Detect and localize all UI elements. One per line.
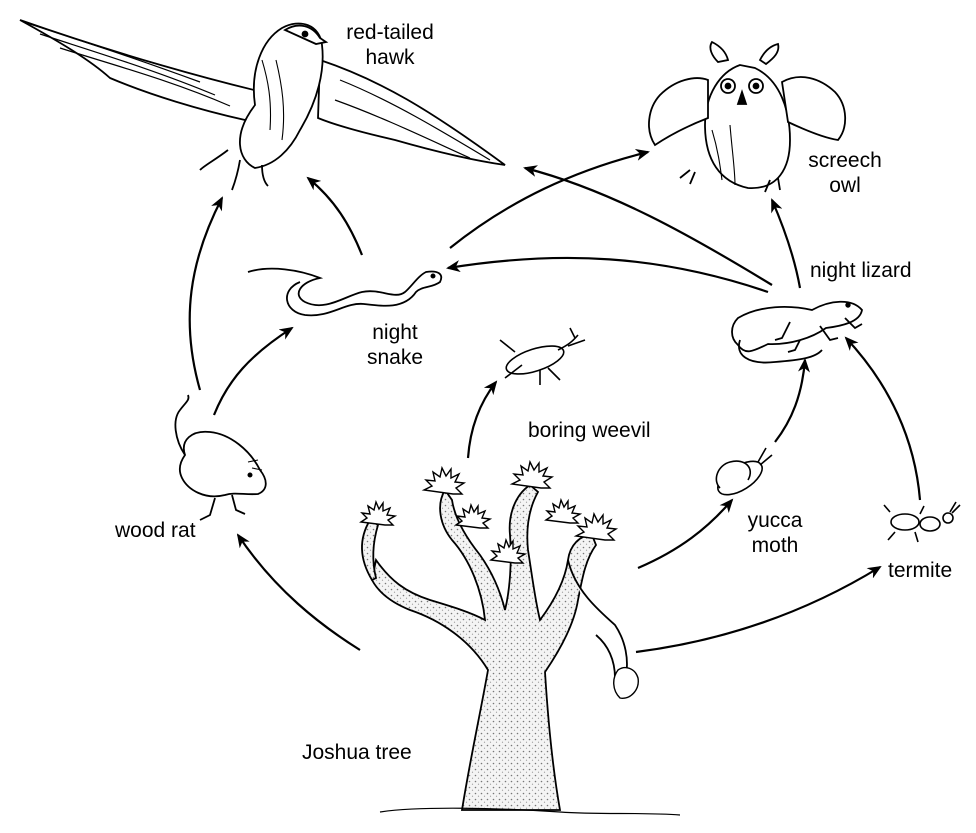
arrow-moth-to-lizard	[775, 360, 805, 442]
arrow-rat-to-snake	[214, 328, 292, 415]
termite-illustration	[884, 502, 960, 542]
arrow-tree-to-rat	[238, 535, 360, 650]
rat-illustration	[175, 395, 265, 520]
arrow-tree-to-termite	[636, 567, 880, 652]
label-red-tailed-hawk: red-tailed hawk	[330, 20, 450, 70]
label-boring-weevil: boring weevil	[528, 418, 651, 443]
moth-illustration	[712, 448, 772, 501]
arrow-termite-to-lizard	[846, 338, 920, 500]
lizard-illustration	[732, 302, 862, 363]
snake-illustration	[248, 269, 441, 316]
arrow-snake-to-owl	[450, 152, 648, 248]
label-night-snake: night snake	[350, 320, 440, 370]
label-termite: termite	[888, 558, 952, 583]
label-screech-owl: screech owl	[800, 148, 890, 198]
arrow-rat-to-hawk	[190, 198, 222, 390]
label-wood-rat: wood rat	[115, 518, 196, 543]
label-joshua-tree: Joshua tree	[302, 740, 412, 765]
arrow-lizard-to-owl	[772, 200, 800, 288]
weevil-illustration	[500, 328, 585, 385]
label-yucca-moth: yucca moth	[735, 508, 815, 558]
arrow-lizard-to-hawk	[525, 168, 772, 285]
arrow-snake-to-hawk	[308, 178, 362, 255]
arrow-tree-to-moth	[638, 500, 732, 568]
arrow-tree-to-weevil	[468, 382, 496, 458]
arrow-lizard-to-snake	[448, 258, 768, 292]
label-night-lizard: night lizard	[810, 258, 912, 283]
